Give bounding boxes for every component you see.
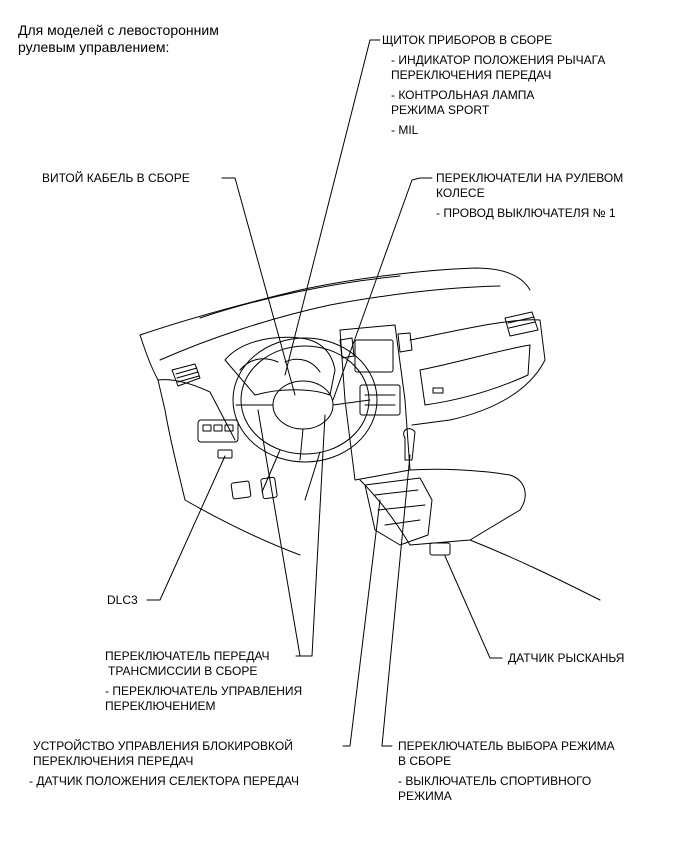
- transmission-shift-switch-title-1: ПЕРЕКЛЮЧАТЕЛЬ ПЕРЕДАЧ: [105, 649, 270, 663]
- windshield-base: [199, 275, 401, 319]
- pattern-select-switch-item-1b: РЕЖИМА: [398, 789, 452, 803]
- dlc3-connector: [217, 449, 233, 459]
- pattern-select-switch-item-1: - ВЫКЛЮЧАТЕЛЬ СПОРТИВНОГО: [398, 774, 592, 788]
- steering-wheel-hub: [272, 380, 334, 430]
- left-switch-panel: [197, 419, 239, 443]
- leader-dlc3: [146, 455, 226, 601]
- leader-shift-lock-control: [342, 499, 381, 747]
- diagram-caption: Для моделей с левосторонним рулевым упра…: [18, 22, 219, 56]
- label-pattern-select-switch: ПЕРЕКЛЮЧАТЕЛЬ ВЫБОРА РЕЖИМА В СБОРЕ - ВЫ…: [398, 739, 615, 804]
- shift-lever: [403, 428, 416, 461]
- dashboard-top-inner: [159, 285, 501, 361]
- spiral-cable-title: ВИТОЙ КАБЕЛЬ В СБОРЕ: [42, 171, 190, 185]
- center-console: [359, 468, 526, 546]
- yaw-rate-sensor: [429, 542, 451, 556]
- floor-outline: [184, 499, 601, 601]
- leader-steering-pad-switch: [332, 177, 433, 401]
- label-dlc3: DLC3: [107, 593, 138, 608]
- pattern-select-switch-title-2: В СБОРЕ: [398, 754, 452, 768]
- glovebox: [419, 344, 531, 406]
- dash-left-side: [139, 334, 186, 501]
- center-display: [354, 339, 394, 373]
- caption-line-1: Для моделей с левосторонним: [18, 22, 219, 38]
- steering-wheel-spokes: [235, 399, 371, 461]
- label-transmission-shift-switch: ПЕРЕКЛЮЧАТЕЛЬ ПЕРЕДАЧ ТРАНСМИССИИ В СБОР…: [105, 649, 302, 714]
- dash-left-panel: [157, 379, 236, 441]
- combination-meter-item-1: - ИНДИКАТОР ПОЛОЖЕНИЯ РЫЧАГА: [391, 53, 606, 67]
- leader-combination-meter: [284, 39, 381, 376]
- combination-meter-title: ЩИТОК ПРИБОРОВ В СБОРЕ: [382, 33, 553, 47]
- label-spiral-cable: ВИТОЙ КАБЕЛЬ В СБОРЕ: [42, 171, 190, 186]
- combination-meter-item-3: - MIL: [391, 123, 419, 137]
- steering-pad-switch-title-1: ПЕРЕКЛЮЧАТЕЛИ НА РУЛЕВОМ: [436, 171, 624, 185]
- pedal-right: [260, 476, 278, 500]
- leader-yaw-sensor: [444, 555, 503, 659]
- shift-lock-control-title-1: УСТРОЙСТВО УПРАВЛЕНИЯ БЛОКИРОВКОЙ: [33, 739, 293, 753]
- pedal-left: [230, 480, 252, 500]
- label-steering-pad-switch: ПЕРЕКЛЮЧАТЕЛИ НА РУЛЕВОМ КОЛЕСЕ - ПРОВОД…: [436, 171, 623, 221]
- caption-line-2: рулевым управлением:: [18, 39, 170, 55]
- dash-right-side: [409, 319, 546, 426]
- combination-meter-item-2b: РЕЖИМА SPORT: [391, 103, 490, 117]
- yaw-sensor-title: ДАТЧИК РЫСКАНЬЯ: [508, 651, 625, 665]
- combination-meter-item-2: - КОНТРОЛЬНАЯ ЛАМПА: [391, 88, 535, 102]
- pattern-select-switch-title-1: ПЕРЕКЛЮЧАТЕЛЬ ВЫБОРА РЕЖИМА: [398, 739, 615, 753]
- combination-meter-item-1b: ПЕРЕКЛЮЧЕНИЯ ПЕРЕДАЧ: [391, 68, 552, 82]
- label-shift-lock-control: УСТРОЙСТВО УПРАВЛЕНИЯ БЛОКИРОВКОЙ ПЕРЕКЛ…: [29, 739, 299, 789]
- shift-lock-assembly: [364, 477, 433, 546]
- steering-column: [261, 449, 321, 501]
- dlc3-title: DLC3: [107, 593, 138, 607]
- label-yaw-sensor: ДАТЧИК РЫСКАНЬЯ: [508, 651, 624, 666]
- transmission-shift-switch-item-1: - ПЕРЕКЛЮЧАТЕЛЬ УПРАВЛЕНИЯ: [105, 684, 303, 698]
- label-combination-meter: ЩИТОК ПРИБОРОВ В СБОРЕ - ИНДИКАТОР ПОЛОЖ…: [382, 33, 605, 138]
- shift-lock-control-title-2: ПЕРЕКЛЮЧЕНИЯ ПЕРЕДАЧ: [33, 754, 194, 768]
- dashboard-top-outline: [139, 267, 531, 336]
- leader-spiral-cable: [221, 177, 296, 396]
- center-vents: [339, 337, 355, 359]
- instrument-cluster-hood: [224, 336, 336, 396]
- transmission-shift-switch-item-1b: ПЕРЕКЛЮЧЕНИЕМ: [105, 699, 216, 713]
- climate-panel: [359, 384, 401, 416]
- steering-pad-switch-title-2: КОЛЕСЕ: [436, 186, 485, 200]
- left-vent: [171, 363, 201, 387]
- shift-lock-control-item-1: - ДАТЧИК ПОЛОЖЕНИЯ СЕЛЕКТОРА ПЕРЕДАЧ: [29, 774, 299, 788]
- right-vent: [504, 311, 539, 337]
- leader-lines: [146, 39, 503, 747]
- steering-wheel-rim: [232, 337, 378, 463]
- transmission-shift-switch-title-2: ТРАНСМИССИИ В СБОРЕ: [108, 664, 258, 678]
- leader-pattern-select-switch: [381, 454, 411, 747]
- leader-transmission-shift-switch: [257, 409, 326, 657]
- steering-pad-switch-item-1: - ПРОВОД ВЫКЛЮЧАТЕЛЯ № 1: [436, 206, 616, 220]
